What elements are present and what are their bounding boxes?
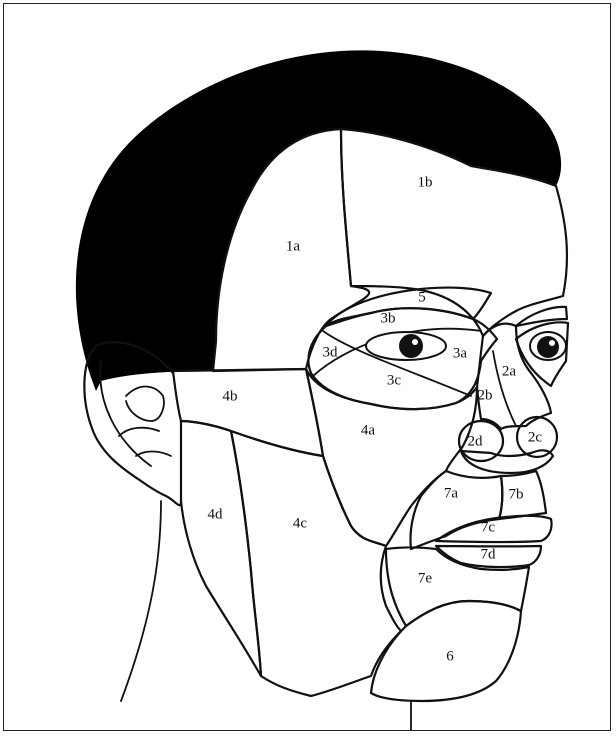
right-eye-pupil [537,336,559,358]
label-7a: 7a [444,485,459,501]
face-regions-diagram: 1a 1b 2a 2b 2c 2d 3a 3b 3c 3d 4a 4b 4c 4… [4,4,611,731]
left-eye-pupil [399,334,423,358]
ear-inner-2 [126,387,164,421]
label-7e: 7e [418,570,433,586]
left-eye-glint [412,339,418,345]
ear-inner-4 [136,451,171,456]
label-2b: 2b [478,387,493,403]
label-1a: 1a [286,238,301,254]
label-6: 6 [446,648,454,664]
label-7d: 7d [481,546,497,562]
label-7b: 7b [509,486,524,502]
label-4c: 4c [293,515,308,531]
label-3a: 3a [453,345,468,361]
label-3d: 3d [323,344,339,360]
label-3c: 3c [387,372,402,388]
label-2d: 2d [468,433,484,449]
label-4a: 4a [361,422,376,438]
region-nose-base [461,450,553,473]
region-7e [386,548,529,627]
label-3b: 3b [381,310,396,326]
diagram-frame: 1a 1b 2a 2b 2c 2d 3a 3b 3c 3d 4a 4b 4c 4… [3,3,611,731]
hair [76,50,561,391]
region-7a [410,471,502,549]
nose-split-line [493,351,516,426]
region-4b [173,369,323,456]
region-5 [326,288,491,326]
label-5: 5 [418,289,426,305]
label-2c: 2c [528,429,543,445]
label-4d: 4d [208,506,224,522]
label-4b: 4b [223,388,238,404]
label-7c: 7c [481,519,496,535]
neck-line-back [121,501,161,701]
right-eye-glint [549,340,555,346]
region-4a [306,369,477,546]
label-2a: 2a [502,363,517,379]
label-1b: 1b [418,174,433,190]
region-4c [231,431,401,696]
ear-inner-3 [119,428,159,436]
